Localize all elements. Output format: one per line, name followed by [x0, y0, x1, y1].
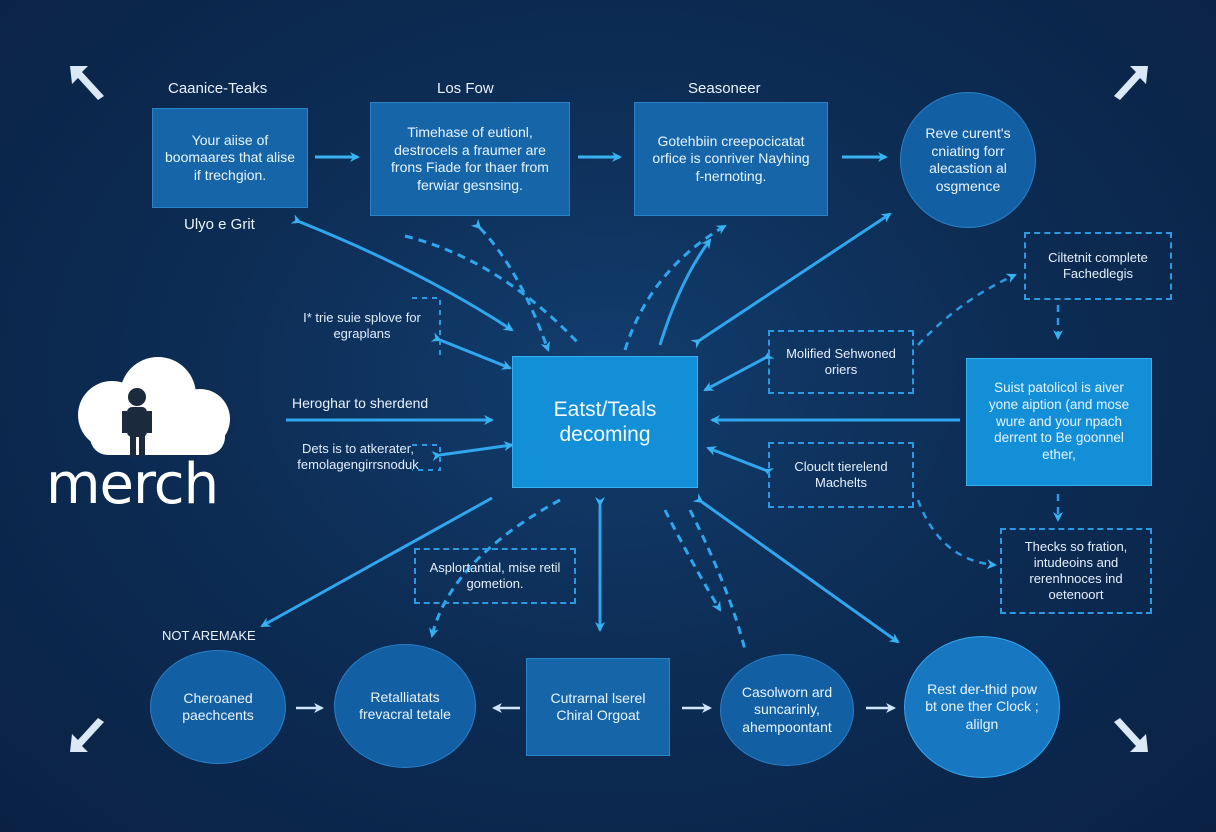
corner-arrow-icon	[70, 718, 104, 752]
center-node-line-1: Eatst/Teals	[553, 397, 657, 421]
left-brackets	[412, 297, 441, 471]
top-node-3[interactable]: Gotehbiin creepocicatat orfice is conriv…	[634, 102, 828, 216]
right-node-5[interactable]: Thecks so fration, intudeoins and rerenh…	[1000, 528, 1152, 614]
logo-text: merch	[46, 452, 219, 517]
cloud-person-icon	[78, 357, 230, 457]
center-connectors	[260, 212, 960, 651]
top-node-2[interactable]: Timehase of eutionl, destrocels a fraume…	[370, 102, 570, 216]
left-label-1: I* trie suie splove for egraplans	[303, 310, 421, 342]
center-node[interactable]: Eatst/Teals decoming	[512, 356, 698, 488]
top-node-1[interactable]: Your aiise of boomaares that alise if tr…	[152, 108, 308, 208]
bottom-left-header: NOT AREMAKE	[162, 628, 256, 643]
corner-arrow-icon	[70, 66, 104, 100]
right-node-1[interactable]: Ciltetnit complete Fachedlegis	[1024, 232, 1172, 300]
bottom-node-2[interactable]: Retalliatats frevacral tetale	[334, 644, 476, 768]
bottom-node-4[interactable]: Casolworn ard suncarinly, ahempoontant	[720, 654, 854, 766]
corner-arrow-icon	[1114, 718, 1148, 752]
bottom-node-5[interactable]: Rest der-thid pow bt one ther Clock ; al…	[904, 636, 1060, 778]
bottom-node-1[interactable]: Cheroaned paechcents	[150, 650, 286, 764]
column-header-1: Caanice-Teaks	[168, 80, 268, 97]
bottom-node-3[interactable]: Cutrarnal lserel Chiral Orgoat	[526, 658, 670, 756]
top-node-4[interactable]: Reve curent's cniating forr alecastion a…	[900, 92, 1036, 228]
corner-arrow-icon	[1114, 66, 1148, 100]
right-node-2[interactable]: Molified Sehwoned oriers	[768, 330, 914, 394]
left-label-2: Heroghar to sherdend	[292, 395, 429, 411]
right-dashed-links	[916, 273, 1063, 570]
center-node-line-2: decoming	[559, 423, 651, 446]
right-node-3[interactable]: Suist patolicol is aiver yone aiption (a…	[966, 358, 1152, 486]
under-header-label: Ulyo e Grit	[184, 216, 255, 233]
column-header-3: Seasoneer	[688, 80, 761, 97]
column-header-2: Los Fow	[437, 80, 494, 97]
mid-bottom-label: Asplortantial, mise retil gometion.	[414, 548, 576, 604]
right-node-4[interactable]: Clouclt tierelend Machelts	[768, 442, 914, 508]
left-label-3: Dets is to atkerater, femolagengirrsnodu…	[297, 441, 419, 473]
